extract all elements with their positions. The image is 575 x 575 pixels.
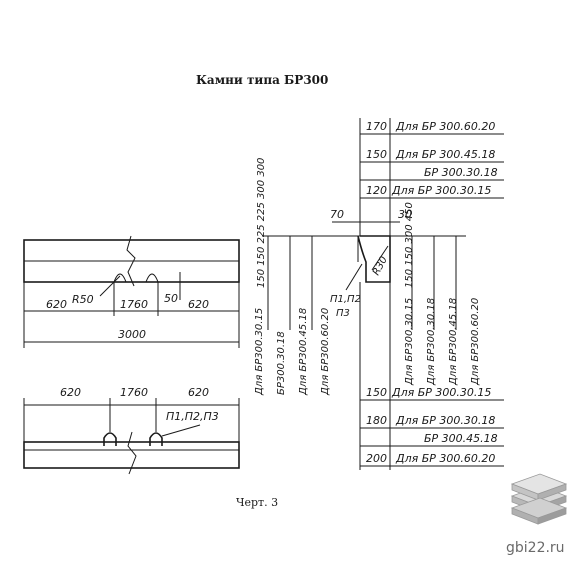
- section-profile: [357, 235, 391, 283]
- section-radius-leader: [371, 245, 389, 271]
- section-loops-label-2: П3: [336, 308, 350, 319]
- top-table-text-1: Для БР 300.60.20: [395, 120, 495, 133]
- bottom-table-text-1: Для БР 300.30.15: [391, 386, 491, 399]
- top-table-dim-2: 150: [366, 148, 387, 161]
- section-vlabel-right-1: Для БР300.30.15: [404, 298, 415, 386]
- section-vlabel-left-1: Для БР300.30.15: [254, 308, 265, 396]
- bottom-table: 150 Для БР 300.30.15 180 Для БР 300.30.1…: [360, 386, 504, 467]
- front-view: 620 R50 1760 50 620 3000: [23, 235, 240, 348]
- section-left-heights: 150 150 225 225 300 300: [256, 158, 267, 288]
- front-notch-right: [145, 273, 159, 283]
- front-dim-left: 620: [46, 298, 67, 311]
- front-notch-left: [113, 273, 127, 283]
- top-dim-mid: 1760: [120, 386, 148, 399]
- section-loop-leader: [345, 263, 363, 291]
- top-table-text-4: Для БР 300.30.15: [391, 184, 491, 197]
- section-vlabel-left-4: Для БР300.60.20: [320, 308, 331, 396]
- front-radius-leader: [99, 275, 121, 297]
- front-dim-right: 620: [188, 298, 209, 311]
- front-break-line: [126, 235, 136, 287]
- top-loop-leader: [161, 424, 201, 437]
- section-vlabel-right-4: Для БР300.60.20: [470, 298, 481, 386]
- top-table-text-2: Для БР 300.45.18: [395, 148, 495, 161]
- section-vlabel-left-2: БР300.30.18: [276, 331, 287, 395]
- bottom-table-text-3: БР 300.45.18: [424, 432, 498, 445]
- bottom-table-dim-2: 180: [366, 414, 387, 427]
- section-dim-30: 30: [398, 208, 412, 221]
- front-radius-label: R50: [72, 293, 94, 306]
- top-table: 170 Для БР 300.60.20 150 Для БР 300.45.1…: [360, 120, 504, 199]
- bottom-table-text-4: Для БР 300.60.20: [395, 452, 495, 465]
- section-dim-70: 70: [330, 208, 344, 221]
- top-dim-left: 620: [60, 386, 81, 399]
- top-loop-left: [103, 432, 117, 446]
- section-vlabel-right-2: Для БР300.30.18: [426, 298, 437, 386]
- front-dim-mid: 1760: [120, 298, 148, 311]
- top-table-dim-4: 120: [366, 184, 387, 197]
- section-vlabel-left-3: Для БР300.45.18: [298, 308, 309, 396]
- top-loops-label: П1,П2,П3: [166, 410, 219, 423]
- front-notch-depth: 50: [164, 292, 178, 305]
- top-table-dim-1: 170: [366, 120, 387, 133]
- top-view-outline: [23, 441, 240, 469]
- section-vlabel-right-3: Для БР300.45.18: [448, 298, 459, 386]
- drawing-title: Камни типа БР300: [196, 73, 328, 87]
- top-dim-right: 620: [188, 386, 209, 399]
- stacked-slabs-icon: [510, 473, 568, 525]
- top-break-line: [127, 431, 137, 475]
- drawing-caption: Черт. 3: [236, 496, 278, 509]
- top-table-text-3: БР 300.30.18: [424, 166, 498, 179]
- top-view: 620 1760 620 П1,П2,П3: [23, 386, 240, 475]
- section-view: 70 30 R30 П1,П2 П3 150 150 225 225 300 3…: [254, 118, 481, 470]
- section-loops-label-1: П1,П2: [330, 294, 361, 305]
- bottom-table-dim-4: 200: [366, 452, 387, 465]
- watermark-text: gbi22.ru: [506, 540, 565, 556]
- section-radius-label: R30: [371, 255, 390, 278]
- bottom-table-text-2: Для БР 300.30.18: [395, 414, 495, 427]
- bottom-table-dim-1: 150: [366, 386, 387, 399]
- section-right-heights: 150 150 300 450: [404, 202, 415, 288]
- top-loop-right: [149, 432, 163, 446]
- front-dim-total: 3000: [118, 328, 146, 341]
